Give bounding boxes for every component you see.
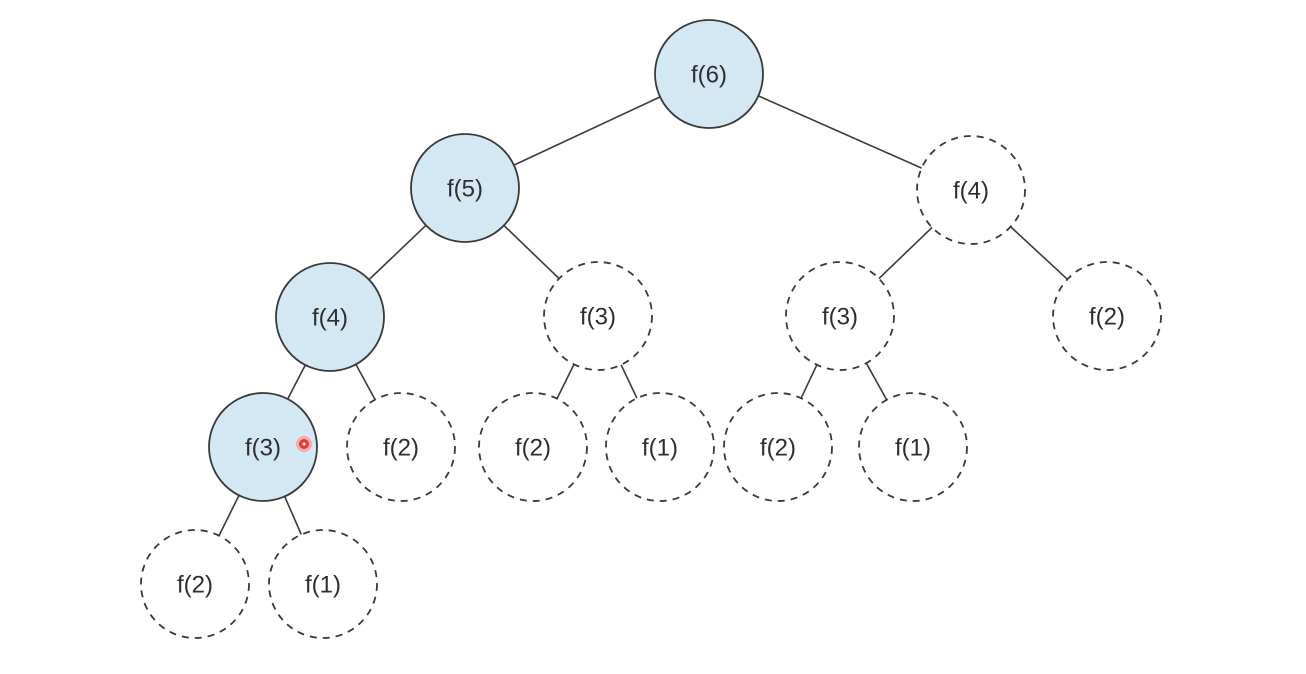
node-n5: f(5) bbox=[410, 133, 520, 243]
edge-n4r-n3r bbox=[878, 226, 933, 280]
node-n2a: f(2) bbox=[346, 392, 456, 502]
node-label: f(2) bbox=[1089, 304, 1125, 331]
node-label: f(4) bbox=[953, 178, 989, 205]
node-circle bbox=[605, 392, 715, 502]
node-n3r: f(3) bbox=[785, 261, 895, 371]
edge-n3m-n2b bbox=[556, 364, 575, 399]
node-n6: f(6) bbox=[654, 19, 764, 129]
node-circle bbox=[410, 133, 520, 243]
edge-n3m-n1b bbox=[620, 364, 638, 399]
edge-n3-n1d bbox=[283, 496, 303, 535]
node-circle bbox=[275, 262, 385, 372]
edge-n6-n4r bbox=[758, 95, 922, 169]
edge-n5-n3m bbox=[503, 224, 560, 280]
node-label: f(1) bbox=[642, 435, 678, 462]
node-n2b: f(2) bbox=[478, 392, 588, 502]
node-circle bbox=[268, 529, 378, 639]
node-label: f(1) bbox=[305, 572, 341, 599]
node-n3m: f(3) bbox=[543, 261, 653, 371]
node-n2rr: f(2) bbox=[1052, 261, 1162, 371]
edge-n5-n4 bbox=[368, 224, 427, 281]
node-label: f(2) bbox=[515, 435, 551, 462]
node-n1c: f(1) bbox=[858, 392, 968, 502]
node-label: f(2) bbox=[177, 572, 213, 599]
node-n4: f(4) bbox=[275, 262, 385, 372]
node-label: f(1) bbox=[895, 435, 931, 462]
edge-n3r-n2c bbox=[800, 364, 818, 399]
node-label: f(3) bbox=[245, 435, 281, 462]
node-circle bbox=[1052, 261, 1162, 371]
node-circle bbox=[785, 261, 895, 371]
node-circle bbox=[723, 392, 833, 502]
node-n2d: f(2) bbox=[140, 529, 250, 639]
edge-n3-n2d bbox=[218, 495, 240, 536]
edge-n4-n3 bbox=[286, 364, 307, 400]
edge-n4r-n2rr bbox=[1010, 226, 1068, 280]
node-n4r: f(4) bbox=[916, 135, 1026, 245]
cursor-layer bbox=[296, 436, 312, 452]
node-label: f(2) bbox=[383, 435, 419, 462]
node-label: f(4) bbox=[312, 305, 348, 332]
node-circle bbox=[478, 392, 588, 502]
node-n1b: f(1) bbox=[605, 392, 715, 502]
pointer-dot-icon bbox=[296, 436, 312, 452]
node-circle bbox=[208, 392, 318, 502]
node-circle bbox=[543, 261, 653, 371]
node-circle bbox=[346, 392, 456, 502]
node-n2c: f(2) bbox=[723, 392, 833, 502]
node-circle bbox=[140, 529, 250, 639]
node-label: f(2) bbox=[760, 435, 796, 462]
node-label: f(3) bbox=[580, 304, 616, 331]
edge-n3r-n1c bbox=[865, 362, 888, 401]
node-label: f(5) bbox=[447, 176, 483, 203]
tree-edges bbox=[218, 95, 1068, 536]
edge-n6-n5 bbox=[513, 96, 661, 166]
node-n1d: f(1) bbox=[268, 529, 378, 639]
node-label: f(3) bbox=[822, 304, 858, 331]
tree-nodes: f(6) f(5) f(4) f(4) f(3) f(3) f(2) f(3) f(2) f(2)… bbox=[140, 19, 1162, 639]
node-circle bbox=[654, 19, 764, 129]
node-circle bbox=[916, 135, 1026, 245]
node-circle bbox=[858, 392, 968, 502]
edge-n4-n2a bbox=[355, 364, 376, 400]
node-label: f(6) bbox=[691, 62, 727, 89]
node-n3: f(3) bbox=[208, 392, 318, 502]
